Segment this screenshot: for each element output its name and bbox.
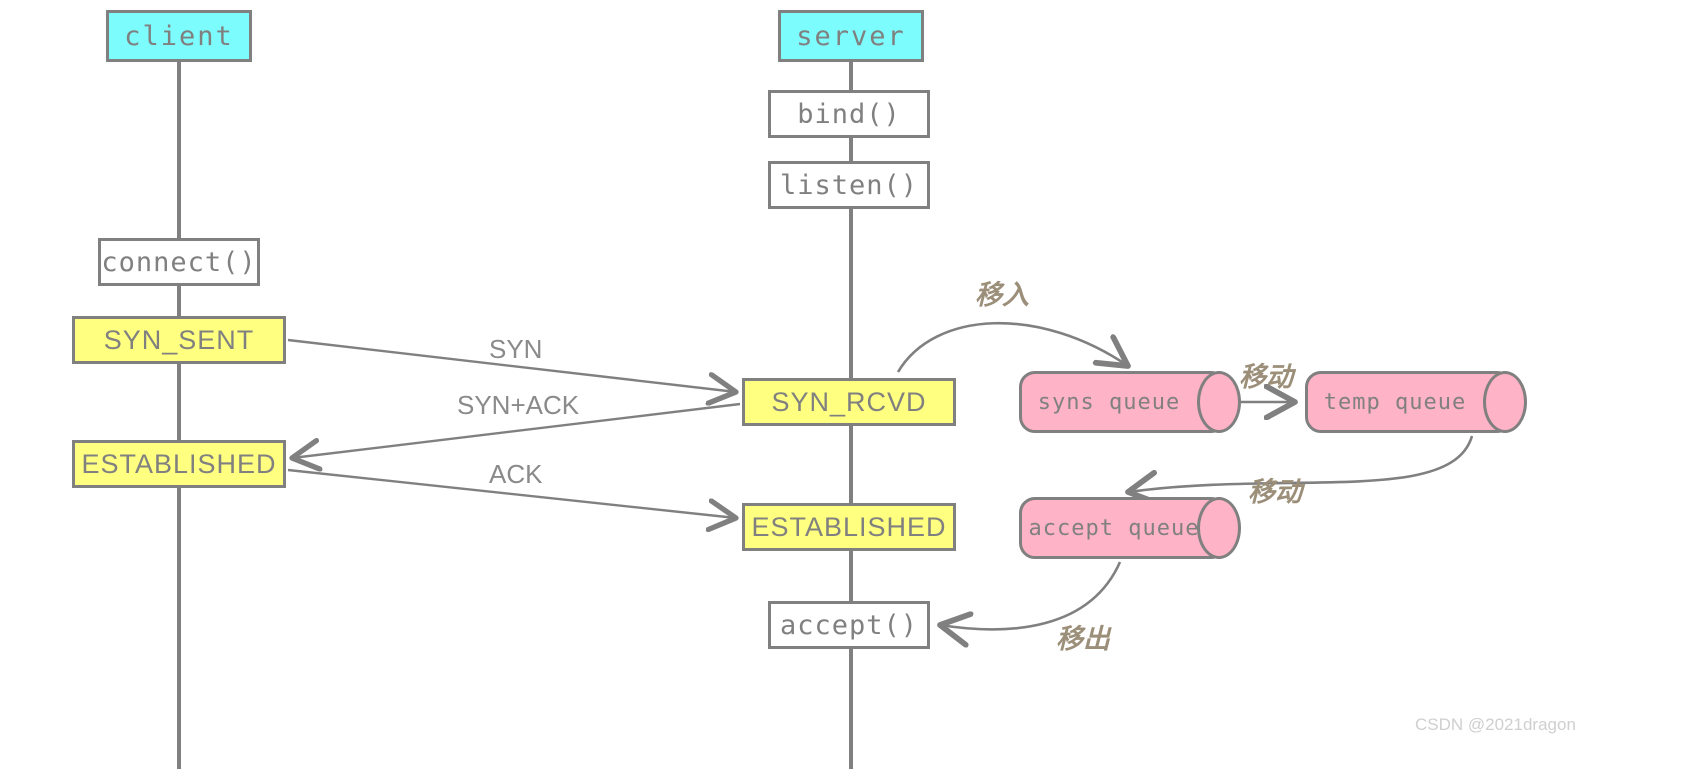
server-role-label: server: [796, 20, 906, 52]
server-established-box[interactable]: ESTABLISHED: [742, 503, 956, 551]
annotation-move-syns-to-temp: 移动: [1239, 362, 1293, 393]
server-syn-rcvd-label: SYN_RCVD: [771, 386, 927, 417]
client-established-box[interactable]: ESTABLISHED: [72, 440, 286, 488]
temp-queue-cap: [1483, 371, 1527, 433]
client-established-label: ESTABLISHED: [81, 448, 277, 479]
server-listen-label: listen(): [779, 169, 919, 201]
message-label-syn-ack: SYN+ACK: [457, 390, 580, 420]
message-label-syn: SYN: [489, 334, 543, 364]
accept-queue-to-accept-arrow: [940, 561, 1122, 629]
syns-queue-label: syns queue: [1037, 389, 1181, 415]
ack-arrow: [287, 468, 736, 518]
annotation-move-out: 移出: [1056, 624, 1110, 655]
move-in-arrow: [896, 321, 1128, 373]
accept-queue-body: [1019, 497, 1227, 559]
syns-queue-cap: [1197, 371, 1241, 433]
server-accept-box[interactable]: accept(): [768, 601, 930, 649]
syn-ack-arrow: [292, 402, 741, 458]
server-accept-label: accept(): [779, 609, 919, 641]
server-listen-box[interactable]: listen(): [768, 161, 930, 209]
accept-queue-cylinder[interactable]: accept queue: [1019, 497, 1241, 559]
client-role-label: client: [124, 20, 234, 52]
temp-to-accept-arrow: [1128, 435, 1474, 492]
annotation-move-in: 移入: [975, 280, 1029, 311]
client-syn-sent-box[interactable]: SYN_SENT: [72, 316, 286, 364]
temp-queue-body: [1305, 371, 1513, 433]
accept-queue-cap: [1197, 497, 1241, 559]
temp-queue-cylinder[interactable]: temp queue: [1305, 371, 1527, 433]
csdn-watermark: CSDN @2021dragon: [1415, 715, 1576, 734]
message-label-ack: ACK: [489, 459, 543, 489]
server-role-box[interactable]: server: [778, 10, 924, 62]
server-bind-label: bind(): [797, 98, 901, 130]
server-established-label: ESTABLISHED: [751, 511, 947, 542]
temp-queue-label: temp queue: [1323, 389, 1467, 415]
client-connect-label: connect(): [101, 246, 257, 278]
client-syn-sent-label: SYN_SENT: [103, 324, 255, 355]
server-bind-box[interactable]: bind(): [768, 90, 930, 138]
annotation-move-temp-to-accept: 移动: [1248, 477, 1302, 508]
client-connect-box[interactable]: connect(): [98, 238, 260, 286]
accept-queue-label: accept queue: [1028, 515, 1200, 541]
server-syn-rcvd-box[interactable]: SYN_RCVD: [742, 378, 956, 426]
syns-queue-cylinder[interactable]: syns queue: [1019, 371, 1241, 433]
syn-arrow: [287, 338, 736, 392]
client-role-box[interactable]: client: [106, 10, 252, 62]
